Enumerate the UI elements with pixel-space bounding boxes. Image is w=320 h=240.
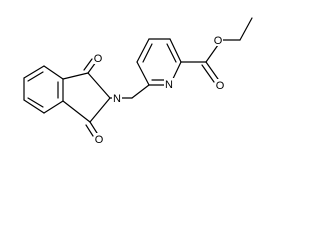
atom-label: O [95,134,104,146]
bond [169,38,182,63]
atom-n-pyridine: N [164,78,174,91]
bond [23,99,45,114]
imide-ring [62,58,111,137]
bond [23,65,45,79]
ester-group [180,17,253,83]
atom-label: N [165,79,173,91]
bond [87,72,111,99]
bond [62,100,91,123]
atom-n-imide: N [112,92,122,105]
atom-o-imide-bottom: O [94,133,104,146]
ester-single-bond [205,44,219,63]
atom-label: O [214,35,223,47]
atom-o-imide-top: O [93,52,103,65]
bond [43,100,64,114]
ester-carbonyl-bond [205,61,219,80]
atom-label: O [94,53,103,65]
carbonyl-bond-bottom-2 [85,124,94,137]
carbonyl-bond-bottom [89,121,98,134]
structure-canvas: O O N N O O [23,17,253,146]
double-bond-inner [27,71,44,82]
bond [43,65,64,80]
ch2-ring-bond [131,84,150,99]
ethyl-bond [239,17,253,41]
bond [62,72,89,80]
bond [136,38,150,63]
benzene-ring [23,65,64,114]
atom-o-ester: O [213,34,223,47]
double-bond-inner [166,43,177,63]
atom-o-carbonyl: O [215,79,225,92]
atom-label: O [216,80,225,92]
double-bond-inner [27,97,44,108]
carbonyl-bond-top-2 [83,58,93,71]
bond [89,97,111,123]
atom-label: N [113,93,121,105]
molecule-drawing: O O N N O O [23,17,253,146]
pyridine-ring [136,38,182,86]
double-bond-inner [142,43,153,63]
ester-carbonyl-bond-2 [201,64,215,83]
bond [136,61,150,86]
